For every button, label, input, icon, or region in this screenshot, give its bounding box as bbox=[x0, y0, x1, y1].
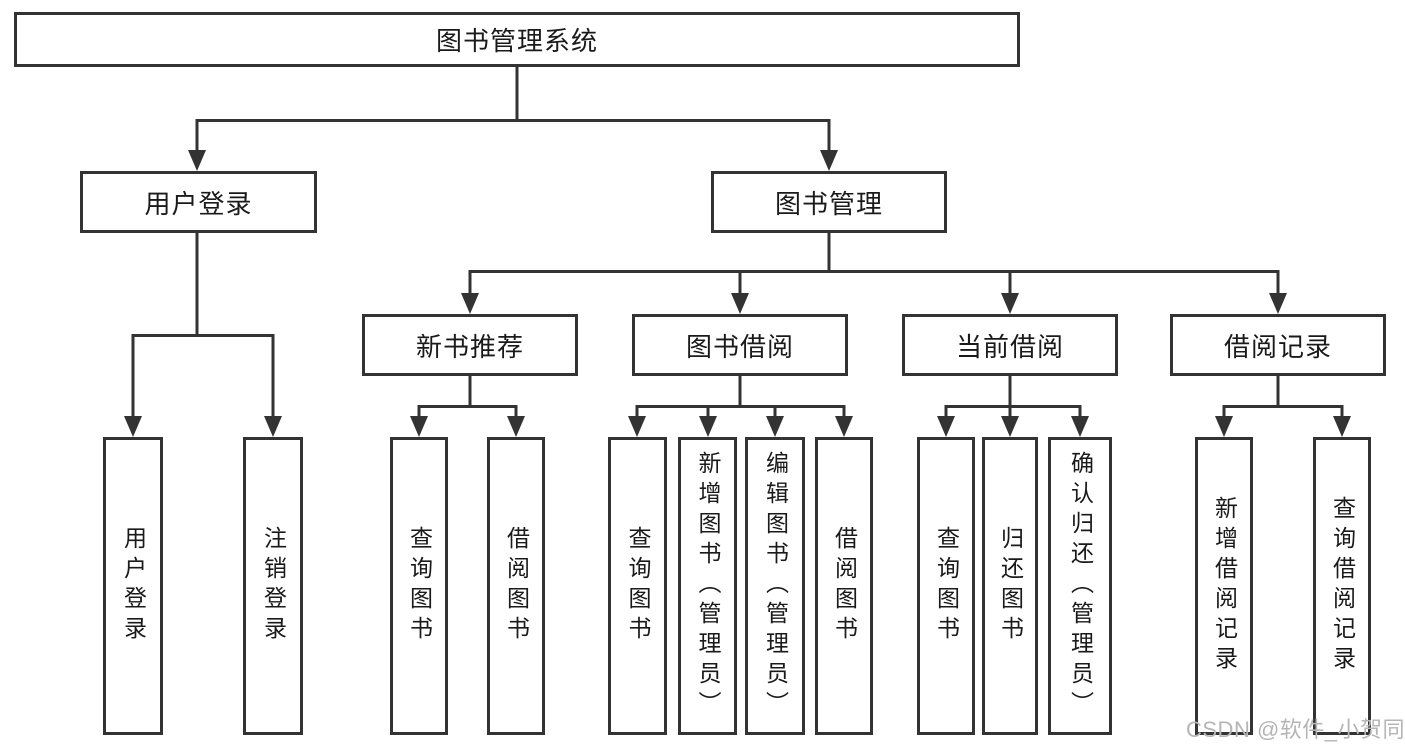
leaf-query-books-current: 查询图书 bbox=[917, 437, 975, 735]
arrowhead bbox=[1215, 416, 1233, 437]
node-book-borrow-label: 图书借阅 bbox=[685, 331, 794, 362]
leaf-borrow-books-borrow: 借阅图书 bbox=[815, 437, 873, 735]
node-user-login-label: 用户登录 bbox=[144, 188, 253, 219]
node-user-login: 用户登录 bbox=[80, 171, 317, 233]
edge-root-split bbox=[195, 67, 831, 151]
leaf-query-books-borrow: 查询图书 bbox=[608, 437, 667, 735]
arrowhead bbox=[699, 416, 717, 437]
arrowhead bbox=[507, 416, 525, 437]
leaf-query-books-new: 查询图书 bbox=[390, 437, 448, 735]
leaf-query-borrow-record: 查询借阅记录 bbox=[1313, 437, 1371, 735]
connector-arrowheads bbox=[124, 150, 1351, 437]
edge-user-login-split bbox=[131, 233, 275, 417]
edge-book-mgmt-split bbox=[468, 233, 1280, 294]
arrowhead bbox=[1269, 293, 1287, 314]
arrowhead bbox=[628, 416, 646, 437]
edge-borrow-record-split bbox=[1222, 376, 1344, 417]
arrowhead bbox=[188, 150, 206, 171]
node-borrow-records: 借阅记录 bbox=[1170, 314, 1386, 376]
arrowhead bbox=[1001, 293, 1019, 314]
node-new-book-recommend: 新书推荐 bbox=[362, 314, 578, 376]
edge-book-borrow-split bbox=[635, 376, 846, 417]
node-current-borrow: 当前借阅 bbox=[902, 314, 1118, 376]
arrowhead bbox=[820, 150, 838, 171]
arrowhead bbox=[835, 416, 853, 437]
leaf-user-login: 用户登录 bbox=[103, 437, 163, 735]
arrowhead bbox=[461, 293, 479, 314]
leaf-user-login-label: 用户登录 bbox=[120, 526, 147, 646]
arrowhead bbox=[766, 416, 784, 437]
node-new-book-recommend-label: 新书推荐 bbox=[415, 331, 524, 362]
leaf-logout-label: 注销登录 bbox=[260, 526, 287, 646]
leaf-add-borrow-record-label: 新增借阅记录 bbox=[1211, 496, 1238, 676]
leaf-edit-book-admin-label: 编辑图书（管理员） bbox=[762, 451, 789, 721]
node-book-borrow: 图书借阅 bbox=[632, 314, 848, 376]
edge-current-borrow-split bbox=[944, 376, 1082, 417]
node-book-management: 图书管理 bbox=[711, 171, 947, 233]
leaf-add-borrow-record: 新增借阅记录 bbox=[1195, 437, 1253, 735]
leaf-query-books-current-label: 查询图书 bbox=[933, 526, 960, 646]
arrowhead bbox=[937, 416, 955, 437]
arrowhead bbox=[731, 293, 749, 314]
leaf-return-books-label: 归还图书 bbox=[997, 526, 1024, 646]
node-book-management-label: 图书管理 bbox=[774, 188, 883, 219]
watermark: CSDN @软件_小贺同学 bbox=[1186, 717, 1405, 742]
node-library-system: 图书管理系统 bbox=[14, 12, 1020, 67]
leaf-edit-book-admin: 编辑图书（管理员） bbox=[745, 437, 805, 735]
leaf-query-books-borrow-label: 查询图书 bbox=[625, 526, 651, 646]
leaf-borrow-books-new: 借阅图书 bbox=[487, 437, 545, 735]
node-library-system-label: 图书管理系统 bbox=[435, 26, 598, 56]
connector-edges bbox=[131, 67, 1344, 417]
node-current-borrow-label: 当前借阅 bbox=[955, 331, 1064, 362]
leaf-borrow-books-borrow-label: 借阅图书 bbox=[831, 526, 858, 646]
arrowhead bbox=[410, 416, 428, 437]
leaf-confirm-return-admin: 确认归还（管理员） bbox=[1048, 437, 1112, 735]
leaf-borrow-books-new-label: 借阅图书 bbox=[503, 526, 530, 646]
arrowhead bbox=[1333, 416, 1351, 437]
leaf-logout: 注销登录 bbox=[243, 437, 303, 735]
leaf-query-borrow-record-label: 查询借阅记录 bbox=[1329, 496, 1356, 676]
leaf-return-books: 归还图书 bbox=[982, 437, 1038, 735]
edge-new-book-split bbox=[417, 376, 518, 417]
leaf-query-books-new-label: 查询图书 bbox=[406, 526, 433, 646]
leaf-confirm-return-admin-label: 确认归还（管理员） bbox=[1067, 451, 1094, 721]
node-borrow-records-label: 借阅记录 bbox=[1223, 331, 1332, 362]
leaf-add-book-admin-label: 新增图书（管理员） bbox=[695, 451, 721, 721]
arrowhead bbox=[124, 416, 142, 437]
arrowhead bbox=[1001, 416, 1019, 437]
arrowhead bbox=[264, 416, 282, 437]
leaf-add-book-admin: 新增图书（管理员） bbox=[678, 437, 737, 735]
arrowhead bbox=[1071, 416, 1089, 437]
